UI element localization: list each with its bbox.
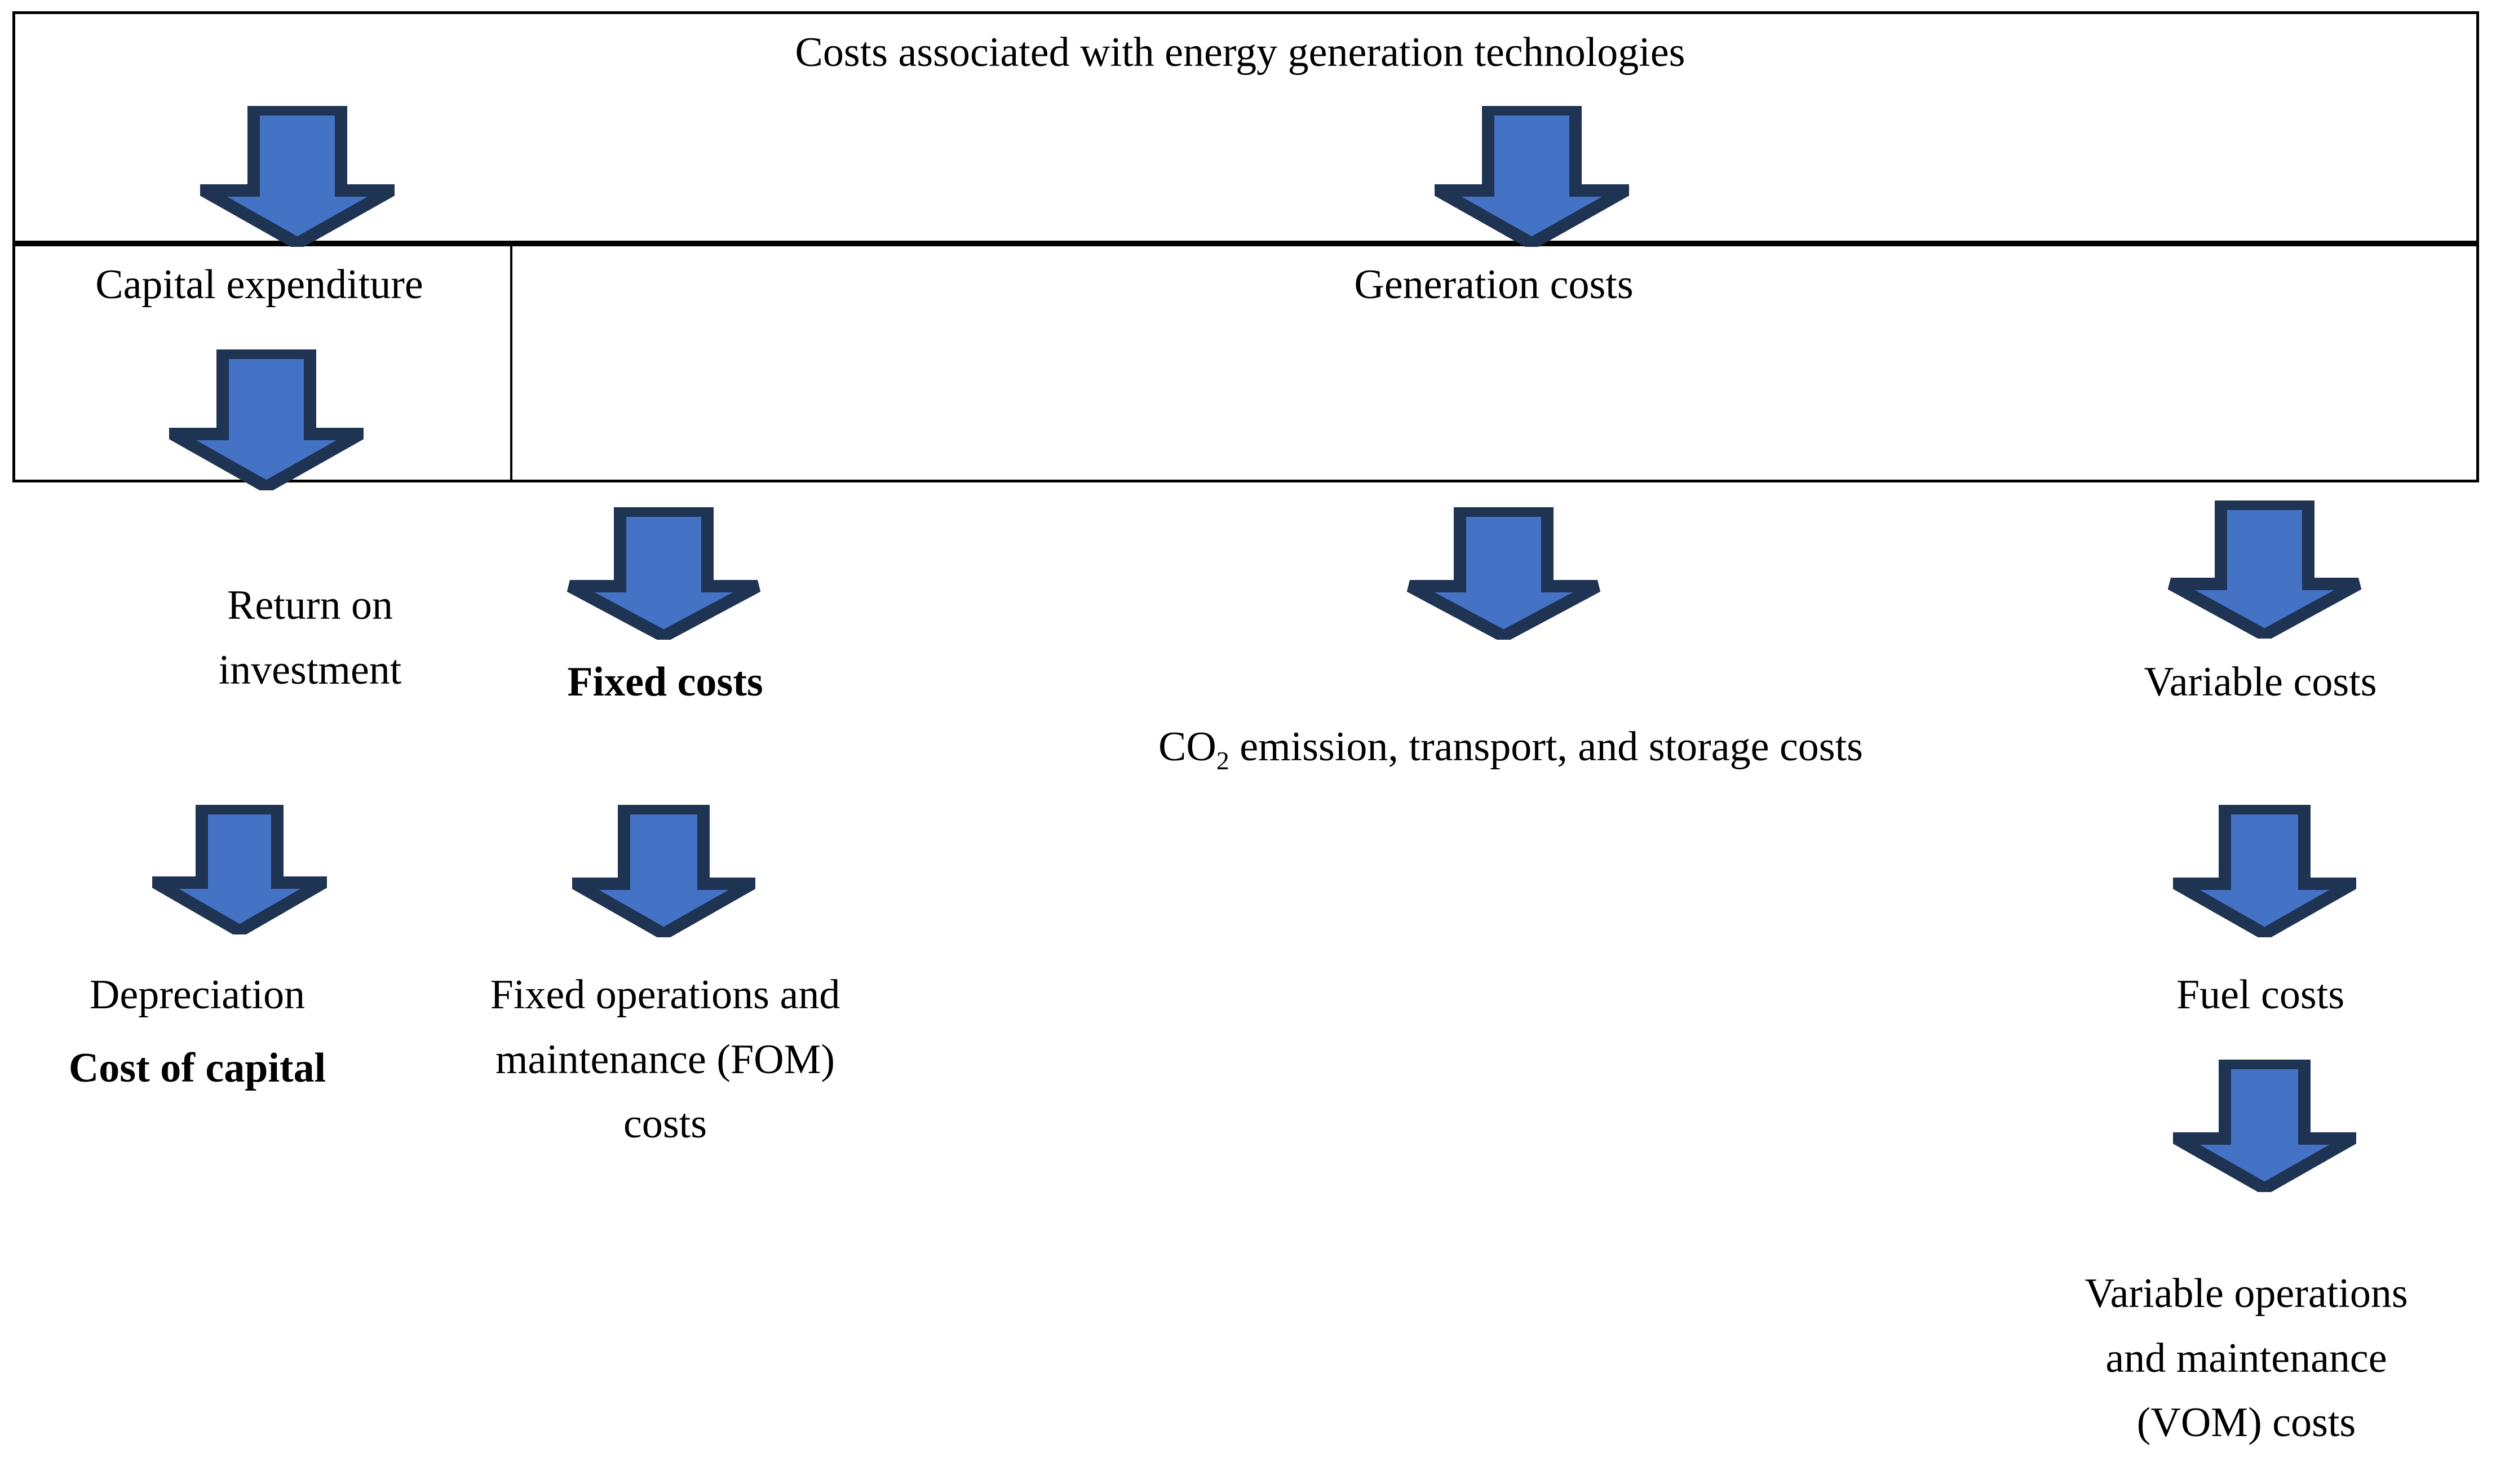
arrow-roi-to-depreciation [152,805,327,934]
level4-label-fuel-costs: Fuel costs [2176,972,2345,1018]
arrow-generation-to-fixed-costs [567,507,761,640]
level4-label-cost-of-capital: Cost of capital [68,1045,326,1091]
level2-label-generation-costs: Generation costs [1354,262,1634,308]
level2-box [12,243,2479,482]
arrow-capex-to-roi [169,349,364,490]
level1-title: Costs associated with energy generation … [795,29,1685,76]
co2-prefix: CO [1158,723,1216,770]
co2-suffix: emission, transport, and storage costs [1229,723,1863,770]
arrow-fixed-costs-to-fom [572,805,755,937]
level3-label-co2-costs: CO2 emission, transport, and storage cos… [992,650,2029,781]
arrow-fuel-to-vom [2173,1060,2356,1192]
arrow-title-to-capex [200,106,395,247]
level2-label-capital-expenditure: Capital expenditure [95,262,423,308]
level3-label-variable-costs: Variable costs [2144,659,2377,705]
level3-label-fixed-costs: Fixed costs [567,659,763,705]
arrow-generation-to-variable-costs [2167,500,2362,639]
level4-label-fom-costs: Fixed operations and maintenance (FOM) c… [490,972,840,1148]
level2-column-divider [510,246,512,480]
arrow-generation-to-co2-costs [1406,507,1601,640]
level5-label-vom-costs: Variable operations and maintenance (VOM… [2085,1270,2408,1446]
level1-box [12,11,2479,243]
level3-label-return-on-investment: Return on investment [218,582,402,693]
co2-subscript: 2 [1216,746,1229,775]
level4-label-depreciation: Depreciation [89,972,306,1018]
arrow-title-to-generation [1435,106,1629,247]
arrow-variable-costs-to-fuel [2173,805,2356,937]
